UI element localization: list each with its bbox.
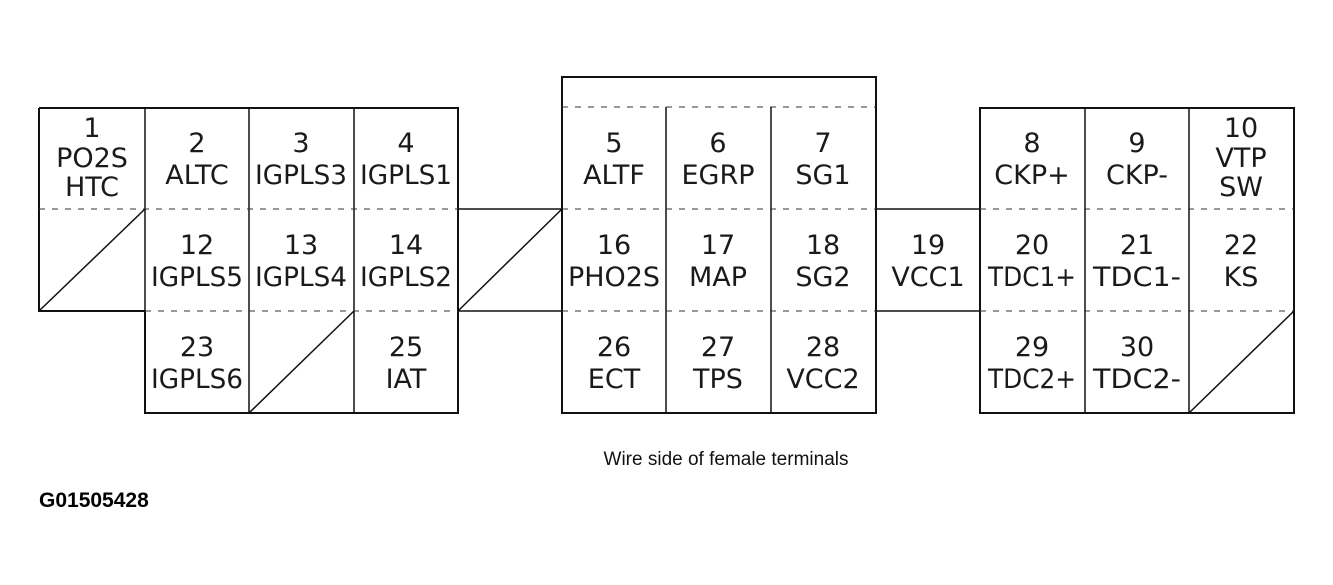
terminal-number: 27 — [701, 332, 735, 363]
terminal-signal: SG1 — [795, 160, 850, 191]
terminal-signal: KS — [1224, 262, 1259, 293]
terminal-number: 20 — [1015, 230, 1049, 261]
terminal-3: 3 IGPLS3 — [255, 128, 347, 191]
terminal-number: 25 — [389, 332, 423, 363]
terminal-number: 4 — [397, 128, 414, 159]
terminal-number: 30 — [1120, 332, 1154, 363]
terminal-signal: SG2 — [795, 262, 850, 293]
terminal-number: 2 — [188, 128, 205, 159]
terminal-14: 14 IGPLS2 — [360, 230, 452, 293]
terminal-29: 29 TDC2+ — [987, 332, 1076, 395]
terminal-signal: CKP+ — [994, 160, 1069, 191]
terminal-17: 17 MAP — [689, 230, 747, 293]
terminal-number: 12 — [180, 230, 214, 261]
terminal-number: 23 — [180, 332, 214, 363]
terminal-signal: VCC1 — [891, 262, 964, 293]
terminal-signal: TPS — [692, 364, 743, 395]
terminal-signal: HTC — [65, 172, 119, 203]
terminal-8: 8 CKP+ — [994, 128, 1069, 191]
terminal-number: 22 — [1224, 230, 1258, 261]
terminal-signal: TDC2- — [1092, 364, 1181, 395]
terminal-signal: ECT — [588, 364, 641, 395]
terminal-number: 10 — [1224, 113, 1258, 144]
terminal-signal: PO2S — [56, 143, 128, 174]
terminal-27: 27 TPS — [692, 332, 743, 395]
terminal-2: 2 ALTC — [165, 128, 229, 191]
terminal-number: 1 — [83, 113, 100, 144]
terminal-number: 16 — [597, 230, 631, 261]
terminal-20: 20 TDC1+ — [987, 230, 1076, 293]
terminal-7: 7 SG1 — [795, 128, 850, 191]
terminal-4: 4 IGPLS1 — [360, 128, 452, 191]
terminal-25: 25 IAT — [386, 332, 427, 395]
terminal-18: 18 SG2 — [795, 230, 850, 293]
terminal-number: 5 — [605, 128, 622, 159]
terminal-26: 26 ECT — [588, 332, 641, 395]
terminal-23: 23 IGPLS6 — [151, 332, 243, 395]
terminal-21: 21 TDC1- — [1092, 230, 1181, 293]
terminal-12: 12 IGPLS5 — [151, 230, 243, 293]
terminal-number: 17 — [701, 230, 735, 261]
terminal-number: 7 — [814, 128, 831, 159]
terminal-signal: IGPLS1 — [360, 160, 452, 191]
terminal-10: 10 VTP SW — [1215, 113, 1266, 203]
terminal-6: 6 EGRP — [681, 128, 754, 191]
terminal-signal: CKP- — [1106, 160, 1168, 191]
terminal-22: 22 KS — [1224, 230, 1259, 293]
terminal-28: 28 VCC2 — [786, 332, 859, 395]
cell-dividers — [39, 106, 1294, 413]
terminal-number: 28 — [806, 332, 840, 363]
terminal-signal: IGPLS3 — [255, 160, 347, 191]
terminal-signal: VCC2 — [786, 364, 859, 395]
terminal-number: 6 — [709, 128, 726, 159]
terminal-1: 1 PO2S HTC — [56, 113, 128, 203]
terminal-19: 19 VCC1 — [891, 230, 964, 293]
terminal-16: 16 PHO2S — [568, 230, 660, 293]
terminal-signal: ALTF — [583, 160, 645, 191]
terminal-number: 8 — [1023, 128, 1040, 159]
empty-cell-diagonals — [38, 208, 1295, 414]
diagram-caption: Wire side of female terminals — [604, 449, 849, 470]
terminal-number: 18 — [806, 230, 840, 261]
terminal-signal: IAT — [386, 364, 427, 395]
terminal-signal: IGPLS6 — [151, 364, 243, 395]
terminal-number: 29 — [1015, 332, 1049, 363]
terminal-signal: IGPLS5 — [151, 262, 243, 293]
terminal-signal: TDC1- — [1092, 262, 1181, 293]
terminal-signal: IGPLS2 — [360, 262, 452, 293]
terminal-30: 30 TDC2- — [1092, 332, 1181, 395]
terminal-signal: IGPLS4 — [255, 262, 347, 293]
terminal-number: 14 — [389, 230, 423, 261]
terminal-number: 9 — [1128, 128, 1145, 159]
terminal-number: 19 — [911, 230, 945, 261]
terminal-number: 21 — [1120, 230, 1154, 261]
terminal-number: 3 — [292, 128, 309, 159]
terminal-13: 13 IGPLS4 — [255, 230, 347, 293]
terminal-signal: MAP — [689, 262, 747, 293]
terminal-9: 9 CKP- — [1106, 128, 1168, 191]
terminal-signal: VTP — [1215, 143, 1266, 174]
terminal-number: 26 — [597, 332, 631, 363]
terminal-signal: TDC1+ — [987, 262, 1076, 293]
terminal-signal: SW — [1219, 172, 1263, 203]
terminal-signal: EGRP — [681, 160, 754, 191]
terminal-signal: TDC2+ — [987, 364, 1076, 395]
figure-id: G01505428 — [39, 489, 149, 512]
terminal-signal: PHO2S — [568, 262, 660, 293]
terminal-5: 5 ALTF — [583, 128, 645, 191]
terminal-signal: ALTC — [165, 160, 229, 191]
terminal-number: 13 — [284, 230, 318, 261]
